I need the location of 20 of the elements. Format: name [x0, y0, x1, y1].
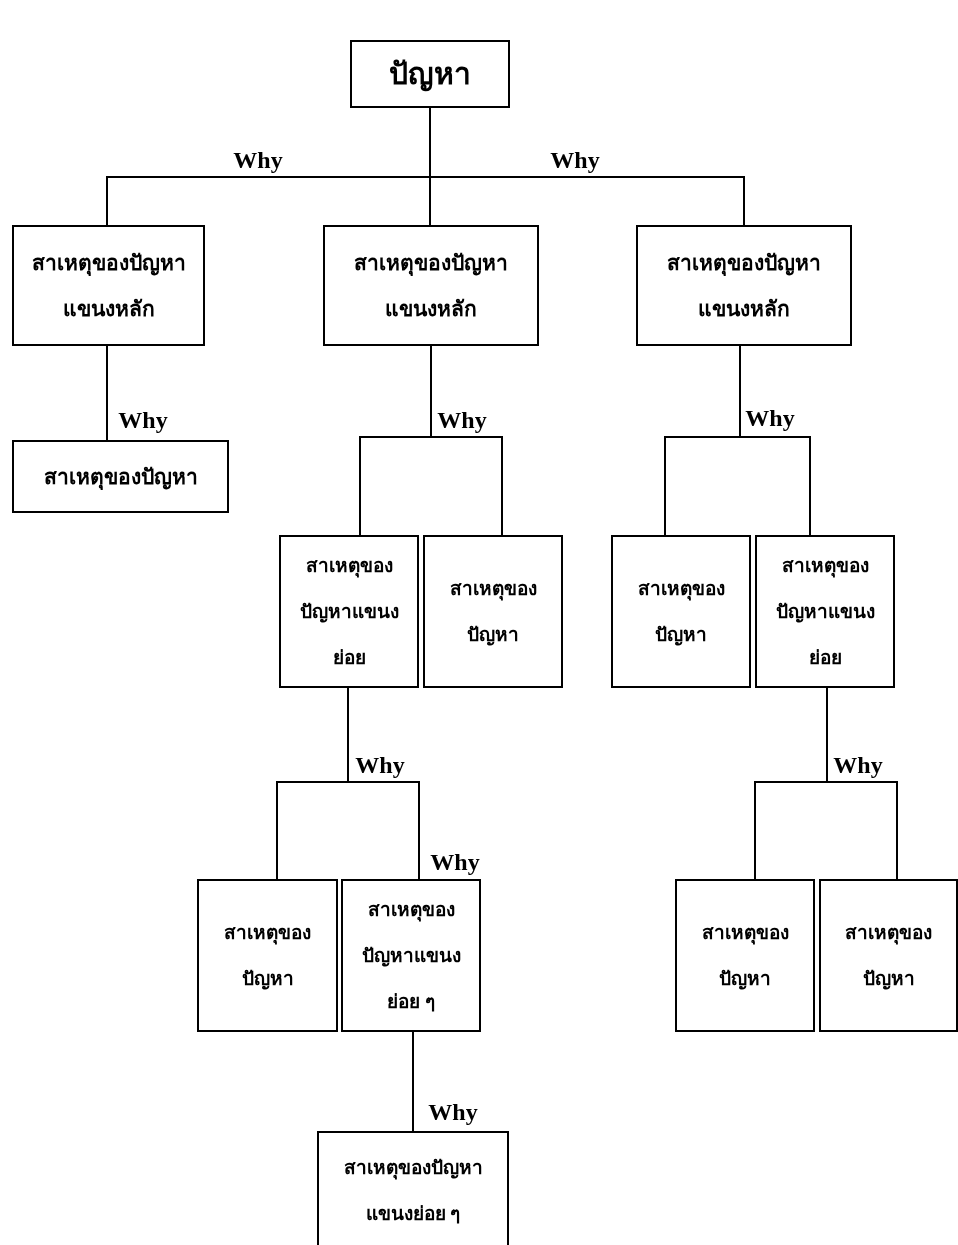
cause-box: สาเหตุของปัญหา	[197, 879, 338, 1032]
cause-box: สาเหตุของปัญหาแขนงย่อย ๆ	[341, 879, 481, 1032]
cause-box: สาเหตุของปัญหา	[423, 535, 563, 688]
cause-box: สาเหตุของปัญหา	[819, 879, 958, 1032]
connector-line	[739, 345, 811, 536]
problem-box: ปัญหา	[350, 40, 510, 108]
connector-line	[347, 687, 420, 880]
cause-box: สาเหตุของปัญหาแขนงย่อย	[755, 535, 895, 688]
cause-box: สาเหตุของปัญหาแขนงย่อย	[279, 535, 419, 688]
connector-line	[106, 345, 108, 441]
cause-box: สาเหตุของปัญหาแขนงย่อย ๆ	[317, 1131, 509, 1245]
cause-box: สาเหตุของปัญหา	[12, 440, 229, 513]
cause-box: สาเหตุของปัญหาแขนงหลัก	[12, 225, 205, 346]
cause-box: สาเหตุของปัญหา	[675, 879, 815, 1032]
cause-box: สาเหตุของปัญหา	[611, 535, 751, 688]
connector-line	[412, 1031, 414, 1132]
connector-line	[826, 687, 898, 880]
cause-box: สาเหตุของปัญหาแขนงหลัก	[323, 225, 539, 346]
cause-box: สาเหตุของปัญหาแขนงหลัก	[636, 225, 852, 346]
connector-line	[430, 345, 503, 536]
